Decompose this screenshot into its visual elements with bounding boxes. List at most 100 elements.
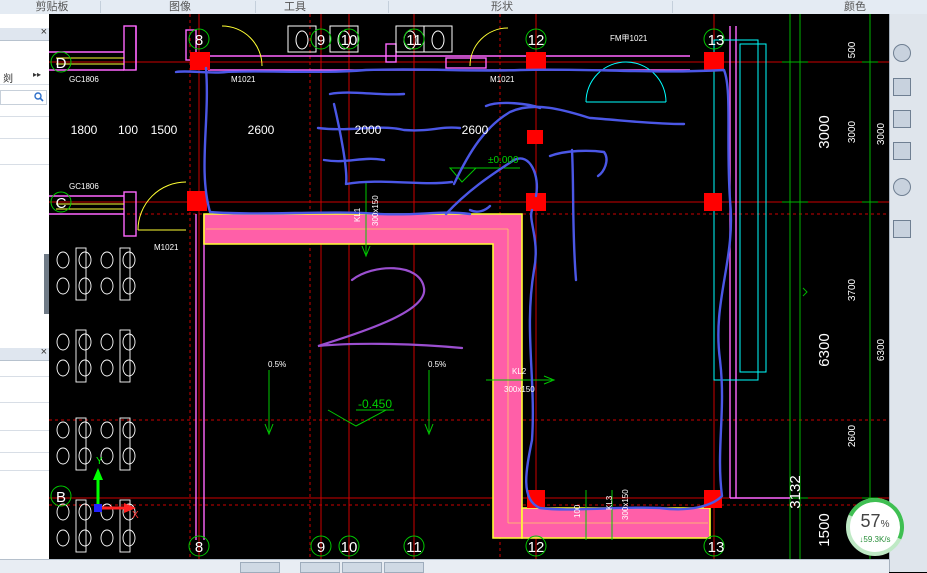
- beam-kl: [203, 213, 711, 539]
- chair: [56, 447, 70, 465]
- walls: [49, 25, 790, 540]
- dim-text: 3132: [787, 475, 804, 508]
- desk: [119, 247, 131, 301]
- ribbon-group-tools[interactable]: 工具: [284, 1, 306, 13]
- axis-labels: 8 9 10 11 12 13 8 9 10 11 12 13 D C B: [56, 32, 725, 556]
- chair: [122, 447, 136, 465]
- panel-row-line: [0, 402, 49, 403]
- chair: [78, 503, 92, 521]
- axis-label-top-8: 8: [195, 32, 203, 49]
- panel-row-line: [0, 164, 49, 165]
- view-cube-icon[interactable]: [893, 44, 911, 62]
- chair: [100, 277, 114, 295]
- ribbon-group-image[interactable]: 图像: [169, 1, 191, 13]
- expand-icon[interactable]: ▸▸: [33, 70, 42, 79]
- dim-text: 1800: [71, 123, 98, 137]
- column: [704, 52, 724, 70]
- axis-label-bottom-11: 11: [406, 539, 422, 556]
- column: [527, 490, 545, 508]
- axis-label-row-D: D: [56, 55, 67, 72]
- layout-tab[interactable]: [300, 562, 340, 573]
- dim-text: 2000: [355, 123, 382, 137]
- layout-tab[interactable]: [384, 562, 424, 573]
- columns: [187, 52, 724, 508]
- close-icon[interactable]: ×: [40, 346, 47, 358]
- level-label-top: ±0.000: [488, 155, 519, 166]
- ribbon-group-shapes[interactable]: 形状: [491, 1, 513, 13]
- doors-windows: [56, 25, 767, 381]
- panel-row-line: [0, 138, 49, 139]
- dim-text: 3700: [847, 278, 858, 301]
- dim-text: 6300: [876, 338, 887, 361]
- layout-tab[interactable]: [240, 562, 280, 573]
- axis-label-row-B: B: [56, 489, 66, 506]
- ribbon-group-clipboard[interactable]: 剪贴板: [35, 1, 69, 13]
- chair: [122, 529, 136, 547]
- panel-title-bar-2: ×: [0, 346, 49, 361]
- panel-splitter-handle[interactable]: [44, 254, 49, 314]
- panel-row-line: [0, 376, 49, 377]
- ribbon-group-bar: 剪贴板 图像 工具 形状 颜色: [0, 0, 927, 15]
- axis-label-bottom-8: 8: [195, 539, 203, 556]
- toilet-fixtures: [287, 25, 453, 53]
- dim-text: 2600: [847, 424, 858, 447]
- panel-search-input[interactable]: [0, 90, 47, 105]
- beam-dim: 300x150: [371, 195, 380, 226]
- axis-label-top-11: 11: [406, 32, 422, 49]
- chair: [78, 359, 92, 377]
- layout-tab[interactable]: [342, 562, 382, 573]
- handwritten-annotation-1: [174, 66, 733, 511]
- download-speed: ↓59.3K/s: [859, 535, 891, 544]
- panel-row-line: [0, 470, 49, 471]
- axis-grid: [49, 14, 889, 559]
- ribbon-group-colors[interactable]: 颜色: [844, 1, 866, 13]
- chair: [100, 359, 114, 377]
- slope-label: 0.5%: [268, 360, 286, 369]
- desk: [119, 329, 131, 383]
- door-label: M1021: [231, 75, 256, 84]
- dim-text: 2600: [248, 123, 275, 137]
- window-icon[interactable]: [893, 142, 911, 160]
- axis-label-bottom-10: 10: [341, 539, 358, 556]
- chair: [56, 359, 70, 377]
- dim-text: 100: [118, 123, 138, 137]
- beam-dim: 300x150: [621, 489, 630, 520]
- dim-text: 1500: [816, 513, 833, 546]
- axis-label-top-12: 12: [528, 32, 545, 49]
- axis-label-bottom-12: 12: [528, 539, 545, 556]
- chair: [56, 529, 70, 547]
- grid-icon[interactable]: [893, 220, 911, 238]
- layer-icon[interactable]: [893, 110, 911, 128]
- pan-icon[interactable]: [893, 78, 911, 96]
- desk: [75, 499, 87, 553]
- panel-title-bar: ×: [0, 26, 49, 41]
- dim-text: 1500: [151, 123, 178, 137]
- chair: [56, 251, 70, 269]
- dim-text: 500: [847, 41, 858, 58]
- close-icon[interactable]: ×: [40, 26, 47, 38]
- ribbon-separator: [255, 1, 256, 13]
- axis-bubbles: [50, 28, 725, 557]
- dim-text: 6300: [816, 333, 833, 366]
- orbit-icon[interactable]: [893, 178, 911, 196]
- search-icon[interactable]: [34, 92, 44, 102]
- desk: [75, 247, 87, 301]
- dim-text: 100: [573, 504, 582, 518]
- right-toolbar: [889, 14, 927, 572]
- chair: [78, 421, 92, 439]
- network-speed-widget[interactable]: 57% ↓59.3K/s: [837, 489, 913, 565]
- panel-row-line: [0, 430, 49, 431]
- ribbon-separator: [672, 1, 673, 13]
- chair: [122, 359, 136, 377]
- beam-tag: KL3: [605, 495, 614, 510]
- dim-text: 3000: [847, 120, 858, 143]
- axis-label-bottom-9: 9: [317, 539, 325, 556]
- drawing-canvas[interactable]: 8 9 10 11 12 13 8 9 10 11 12 13 D C B 18…: [49, 14, 889, 559]
- panel-divider: [0, 84, 49, 85]
- axis-label-top-13: 13: [708, 32, 725, 49]
- top-dimensions: 1800 100 1500 2600 2000 2600: [71, 123, 489, 137]
- status-bar: [0, 559, 889, 573]
- floor-plan-drawing: 8 9 10 11 12 13 8 9 10 11 12 13 D C B 18…: [49, 14, 889, 559]
- ribbon-separator: [388, 1, 389, 13]
- column: [187, 191, 207, 211]
